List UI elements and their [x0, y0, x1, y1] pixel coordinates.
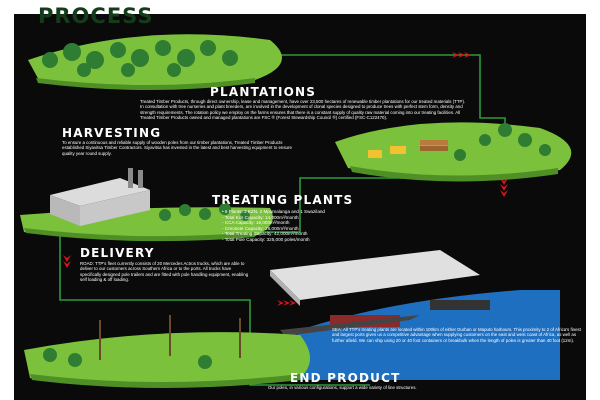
plantations-heading: PLANTATIONS	[210, 85, 317, 99]
process-flow-connector	[59, 54, 506, 386]
harvesting-text: To ensure a continuous and reliable supp…	[62, 140, 292, 156]
end-product-illustration	[24, 315, 310, 388]
list-item: - Creosote Capacity: 26,000m³/month	[222, 225, 299, 231]
treating-plants-list: • 6 Plants: 3 KZN, 2 Mpumalanga and 1 Sw…	[222, 209, 325, 243]
list-item: - Total Treating Capacity: 42,000m³/mont…	[222, 231, 308, 237]
plantation-illustration	[28, 34, 282, 90]
treating-plant-illustration	[20, 168, 273, 242]
list-item: - Total Kiln Capacity: 14,000m³/month	[222, 214, 299, 220]
flow-arrow-red	[452, 52, 471, 58]
harvesting-illustration	[335, 122, 572, 182]
delivery-illustration	[270, 250, 560, 380]
list-item: • 6 Plants: 3 KZN, 2 Mpumalanga and 1 Sw…	[222, 209, 325, 214]
list-item: - Total Pole Capacity: 325,000 poles/mon…	[222, 236, 310, 242]
delivery-road-text: ROAD: TTP's fleet currently consists of …	[80, 261, 249, 283]
flow-arrow-red	[63, 255, 71, 268]
delivery-heading: DELIVERY	[80, 246, 155, 260]
end-product-text: Our poles, in various configurations, su…	[268, 385, 417, 390]
end-product-heading: END PRODUCT	[290, 371, 401, 385]
page-title: PROCESS	[38, 4, 154, 28]
list-item: - CCA Capacity: 16,000m³/month	[222, 220, 290, 226]
harvesting-heading: HARVESTING	[62, 126, 162, 140]
plantations-text: Treated Timber Products, through direct …	[140, 99, 466, 121]
delivery-sea-text: SEA: All TTP's treating plants are locat…	[332, 327, 581, 343]
flow-arrow-red	[277, 300, 296, 306]
treating-plants-heading: TREATING PLANTS	[212, 193, 354, 207]
